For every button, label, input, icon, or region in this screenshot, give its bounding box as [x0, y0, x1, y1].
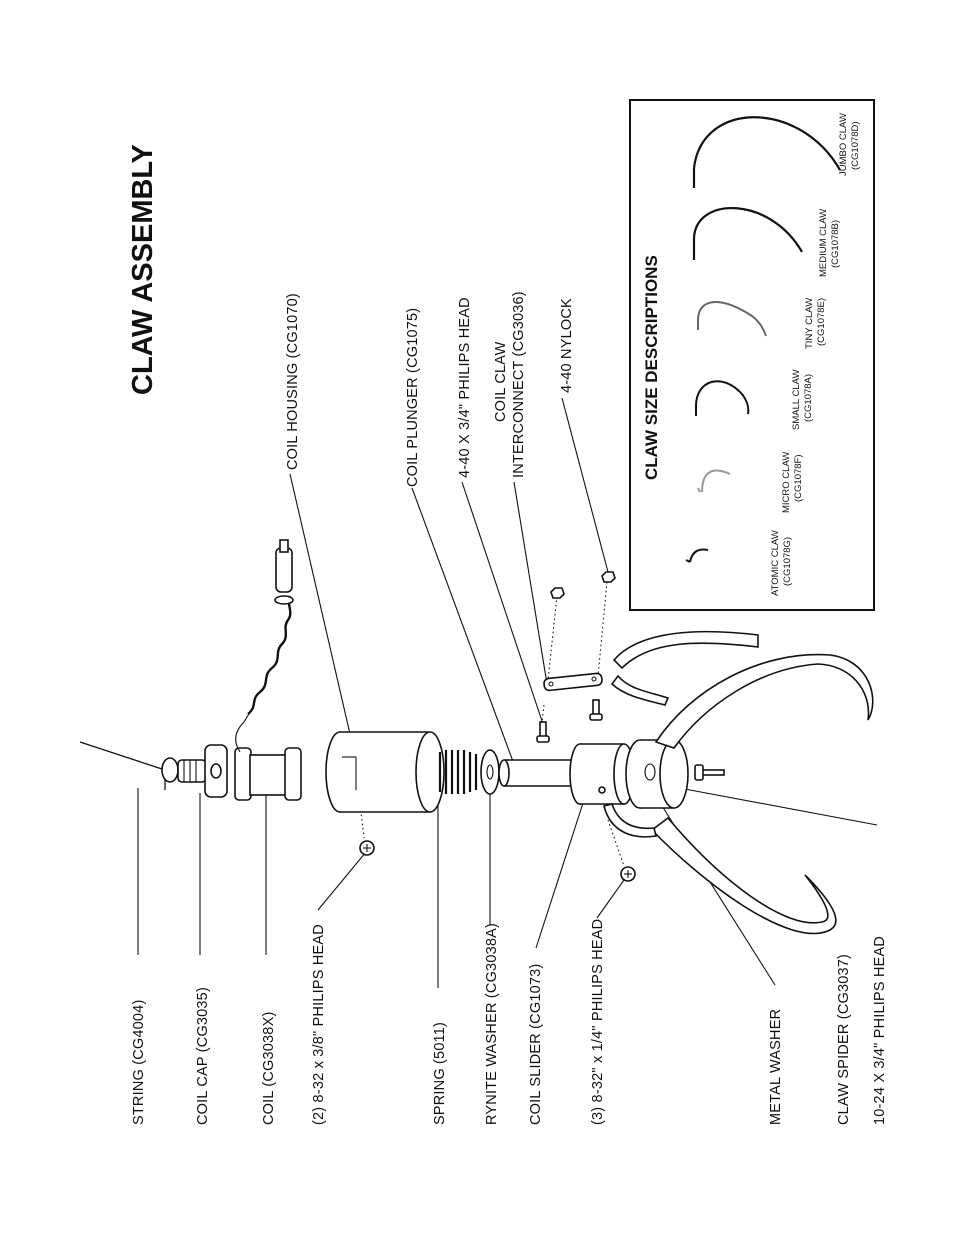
inset-title: CLAW SIZE DESCRIPTIONS — [642, 255, 661, 480]
micro-claw-name: MICRO CLAW — [781, 452, 792, 513]
claw-arms-part — [603, 630, 874, 935]
claw-size-inset: CLAW SIZE DESCRIPTIONS ATOMIC CLAW (CG10… — [629, 99, 875, 611]
label-coil-housing: COIL HOUSING (CG1070) — [285, 293, 301, 470]
coiled-cord-part — [247, 539, 294, 715]
label-screw-4-40: 4-40 X 3/4" PHILIPS HEAD — [457, 297, 473, 478]
jumbo-claw-name: JUMBO CLAW — [838, 113, 849, 176]
coil-housing-part — [325, 731, 445, 813]
tiny-claw-code: (CG1078E) — [816, 298, 827, 346]
leader-lines-right — [289, 397, 609, 776]
page-title: CLAW ASSEMBLY — [127, 144, 159, 395]
leader-lines-left — [137, 785, 878, 988]
string-part — [79, 741, 166, 790]
nylock-part — [547, 571, 616, 681]
small-claw-code: (CG1078A) — [803, 374, 814, 422]
label-interconnect-line1: COIL CLAW — [493, 341, 509, 422]
label-screw-10-24: 10-24 X 3/4" PHILIPS HEAD — [872, 936, 888, 1125]
label-coil-plunger: COIL PLUNGER (CG1075) — [405, 308, 421, 487]
spring-part — [438, 750, 478, 794]
interconnect-part — [543, 672, 603, 692]
screw-8-32-1-4-part — [607, 819, 636, 882]
label-screw-8-32-1-4: (3) 8-32" x 1/4" PHILIPS HEAD — [590, 919, 606, 1125]
medium-claw-icon — [692, 207, 803, 260]
label-spring: SPRING (5011) — [432, 1022, 448, 1125]
screw-10-24-part — [694, 764, 725, 781]
jumbo-claw-code: (CG1078D) — [850, 121, 861, 170]
screw-8-32-3-8-part — [355, 769, 375, 856]
medium-claw-code: (CG1078B) — [830, 220, 841, 268]
tiny-claw-name: TINY CLAW — [804, 298, 815, 349]
label-coil: COIL (CG3038X) — [261, 1012, 277, 1125]
tiny-claw-icon — [697, 301, 767, 337]
rynite-washer-part — [480, 749, 500, 795]
label-nylock: 4-40 NYLOCK — [559, 298, 575, 393]
label-rynite-washer: RYNITE WASHER (CG3038A) — [484, 923, 500, 1125]
coil-part — [234, 711, 302, 801]
coil-slider-part — [569, 743, 635, 805]
micro-claw-icon — [697, 469, 731, 493]
label-metal-washer: METAL WASHER — [768, 1009, 784, 1125]
coil-cap-part — [161, 744, 228, 798]
small-claw-name: SMALL CLAW — [791, 369, 802, 430]
micro-claw-code: (CG1078F) — [793, 454, 804, 502]
jumbo-claw-icon — [692, 116, 841, 188]
label-string: STRING (CG4004) — [131, 1000, 147, 1125]
atomic-claw-name: ATOMIC CLAW — [770, 530, 781, 596]
claw-spider-part — [625, 739, 689, 809]
label-interconnect-line2: INTERCONNECT (CG3036) — [511, 291, 527, 478]
medium-claw-name: MEDIUM CLAW — [818, 209, 829, 277]
label-screw-8-32-3-8: (2) 8-32 x 3/8" PHILIPS HEAD — [311, 924, 327, 1125]
screw-4-40-part — [536, 699, 603, 743]
label-claw-spider: CLAW SPIDER (CG3037) — [836, 954, 852, 1125]
label-coil-cap: COIL CAP (CG3035) — [195, 987, 211, 1125]
atomic-claw-code: (CG1078G) — [782, 537, 793, 586]
label-coil-slider: COIL SLIDER (CG1073) — [528, 964, 544, 1125]
atomic-claw-icon — [685, 548, 709, 563]
small-claw-icon — [695, 380, 750, 416]
exploded-parts — [79, 539, 874, 935]
coil-plunger-part — [498, 759, 574, 787]
